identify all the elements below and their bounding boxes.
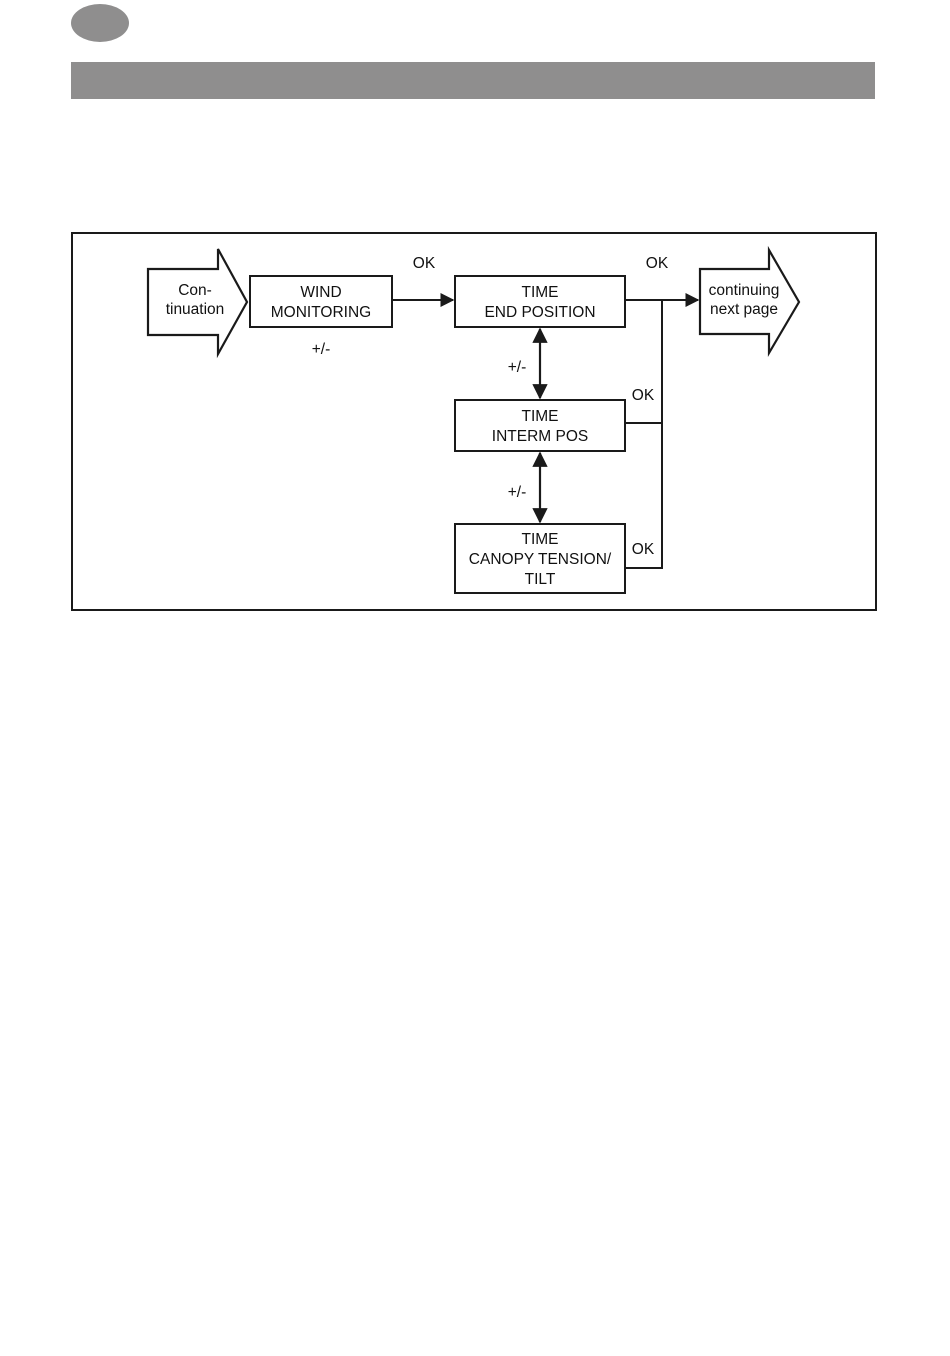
node-time-canopy-tension-line1: TIME [521, 531, 558, 548]
exit-arrow: continuing next page [700, 250, 799, 353]
exit-arrow-line2: next page [710, 301, 778, 318]
flow-diagram-frame: Con- tinuation continuing next page WIND… [71, 232, 877, 611]
label-plus-minus-interm-canopy: +/- [508, 484, 527, 501]
node-wind-monitoring-line2: MONITORING [271, 304, 371, 321]
entry-arrow-line2: tinuation [166, 301, 225, 318]
label-plus-minus-wind: +/- [312, 341, 331, 358]
node-time-interm-pos-line2: INTERM POS [492, 428, 588, 445]
connector-ok-return-bus [625, 300, 662, 568]
node-time-interm-pos-line1: TIME [521, 408, 558, 425]
node-time-interm-pos: TIME INTERM POS [455, 400, 625, 451]
entry-arrow-line1: Con- [178, 282, 212, 299]
node-wind-monitoring-line1: WIND [300, 284, 341, 301]
label-ok-canopy: OK [632, 541, 655, 558]
exit-arrow-line1: continuing [709, 282, 780, 299]
node-time-end-position-line2: END POSITION [484, 304, 595, 321]
node-time-end-position: TIME END POSITION [455, 276, 625, 327]
label-ok-interm: OK [632, 387, 655, 404]
flow-diagram: Con- tinuation continuing next page WIND… [73, 234, 875, 609]
node-time-canopy-tension-line3: TILT [525, 571, 556, 588]
node-time-canopy-tension: TIME CANOPY TENSION/ TILT [455, 524, 625, 593]
label-ok-to-end-position: OK [413, 255, 436, 272]
label-ok-to-next-page: OK [646, 255, 669, 272]
node-wind-monitoring: WIND MONITORING [250, 276, 392, 327]
node-time-canopy-tension-line2: CANOPY TENSION/ [469, 551, 612, 568]
entry-arrow: Con- tinuation [148, 249, 247, 354]
page-marker [71, 4, 129, 42]
node-time-end-position-line1: TIME [521, 284, 558, 301]
header-bar [71, 62, 875, 99]
label-plus-minus-end-interm: +/- [508, 359, 527, 376]
